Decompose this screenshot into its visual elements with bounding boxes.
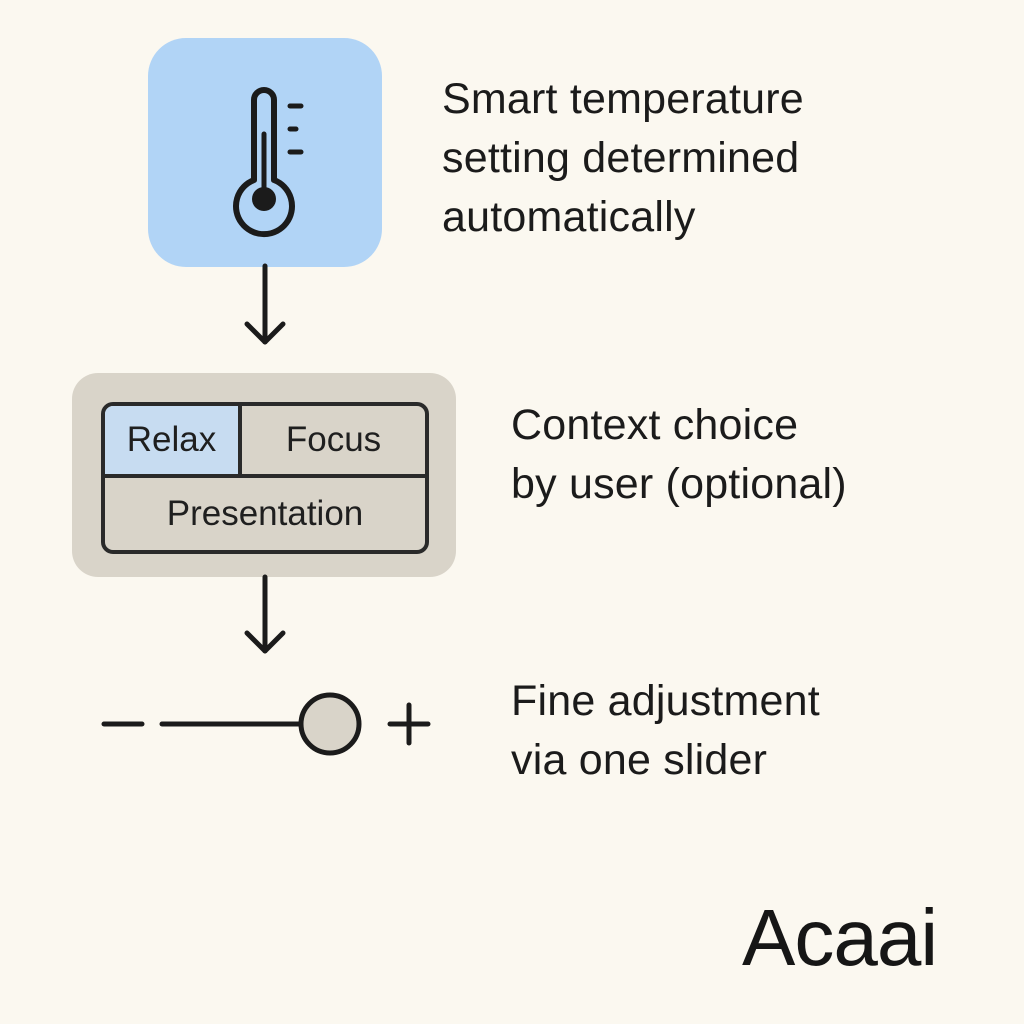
step-context-line-1: Context choice — [511, 401, 799, 449]
fine-adjustment-slider[interactable] — [96, 688, 436, 760]
step-context-description: Context choice by user (optional) — [511, 396, 847, 514]
context-option-relax[interactable]: Relax — [105, 406, 242, 478]
thermometer-tile — [148, 38, 382, 267]
context-segmented-control: Relax Focus Presentation — [101, 402, 429, 554]
step-auto-line-2: setting determined — [442, 134, 800, 182]
step-auto-line-3: automatically — [442, 193, 696, 241]
step-auto-description: Smart temperature setting determined aut… — [442, 70, 804, 247]
thermometer-icon — [233, 87, 304, 238]
step-fine-line-2: via one slider — [511, 736, 768, 784]
slider-thumb[interactable] — [298, 692, 362, 756]
context-option-focus[interactable]: Focus — [242, 406, 425, 478]
step-fine-description: Fine adjustment via one slider — [511, 672, 820, 790]
brand-logo: Acaai — [742, 893, 938, 982]
arrow-down-icon — [244, 263, 286, 345]
step-fine-line-1: Fine adjustment — [511, 677, 820, 725]
context-panel: Relax Focus Presentation — [72, 373, 456, 577]
step-auto-line-1: Smart temperature — [442, 75, 804, 123]
plus-icon[interactable] — [387, 702, 431, 746]
arrow-down-icon — [244, 574, 286, 654]
step-context-line-2: by user (optional) — [511, 460, 847, 508]
context-option-presentation[interactable]: Presentation — [166, 494, 364, 533]
